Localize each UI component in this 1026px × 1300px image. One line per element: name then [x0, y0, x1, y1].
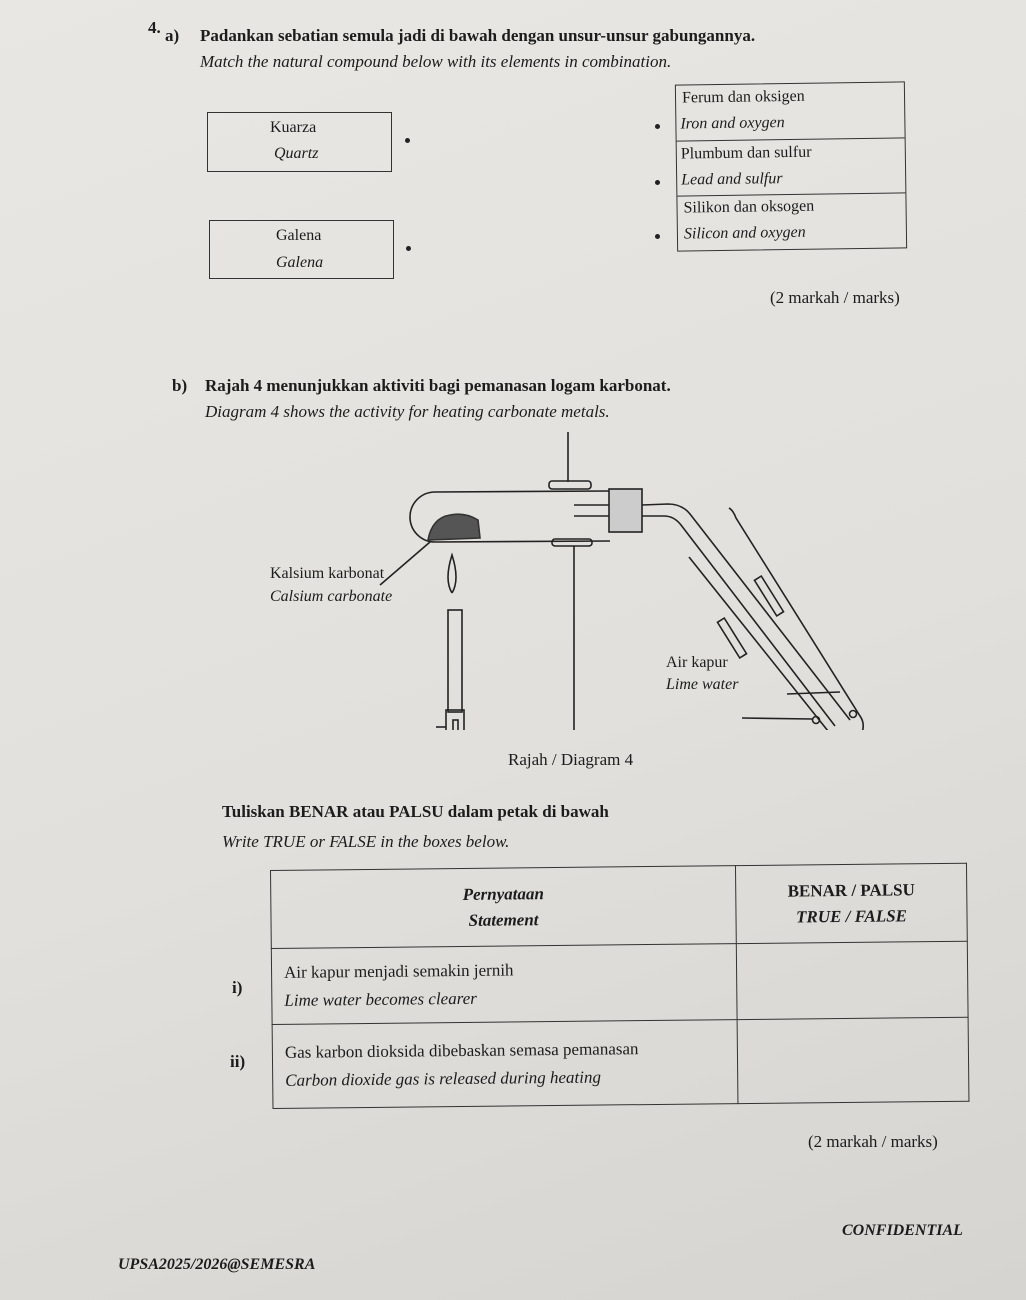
header-answer-ms: BENAR / PALSU [787, 879, 915, 901]
confidential-label: CONFIDENTIAL [842, 1222, 963, 1239]
true-false-table: Pernyataan Statement BENAR / PALSU TRUE … [270, 863, 969, 1109]
header-statement-ms: Pernyataan [462, 883, 544, 904]
compound-box-galena[interactable]: Galena Galena [209, 220, 394, 279]
match-dot[interactable] [405, 138, 410, 143]
diagram-caption: Rajah / Diagram 4 [508, 750, 634, 769]
row-number: ii) [230, 1052, 246, 1071]
element-en: Silicon and oxygen [683, 223, 806, 243]
retort-stand [548, 432, 593, 730]
element-en: Lead and sulfur [681, 170, 783, 189]
match-dot[interactable] [655, 124, 660, 129]
statement-ms: Gas karbon dioksida dibebaskan semasa pe… [284, 1038, 639, 1062]
statement-cell: Air kapur menjadi semakin jernih Lime wa… [271, 943, 738, 1025]
header-answer: BENAR / PALSU TRUE / FALSE [735, 863, 968, 944]
footer-code: UPSA2025/2026@SEMESRA [118, 1256, 316, 1273]
part-b-label: b) [172, 376, 188, 395]
compound-ms: Kuarza [270, 119, 317, 136]
compound-ms: Galena [276, 227, 322, 244]
part-a-instruction-en: Match the natural compound below with it… [200, 52, 672, 71]
task-en: Write TRUE or FALSE in the boxes below. [222, 832, 510, 851]
element-ms: Ferum dan oksigen [681, 87, 805, 107]
answer-box[interactable] [736, 941, 969, 1020]
question-number: 4. [148, 18, 161, 37]
label-calcium-ms: Kalsium karbonat [270, 565, 385, 582]
test-tube [409, 488, 643, 543]
answer-box[interactable] [737, 1017, 969, 1104]
table-row: Air kapur menjadi semakin jernih Lime wa… [271, 941, 969, 1025]
statement-en: Lime water becomes clearer [284, 988, 477, 1010]
delivery-tube [641, 503, 851, 727]
header-statement: Pernyataan Statement [270, 865, 737, 949]
header-answer-en: TRUE / FALSE [795, 905, 908, 926]
elements-box: Ferum dan oksigen Iron and oxygen Plumbu… [674, 81, 908, 252]
part-b-intro-ms: Rajah 4 menunjukkan aktiviti bagi pemana… [205, 376, 671, 395]
element-ms: Plumbum dan sulfur [680, 143, 812, 163]
part-a-marks: (2 markah / marks) [770, 288, 900, 307]
statement-ms: Air kapur menjadi semakin jernih [283, 959, 514, 982]
part-b-marks: (2 markah / marks) [808, 1132, 938, 1151]
statement-en: Carbon dioxide gas is released during he… [285, 1067, 602, 1090]
match-dot[interactable] [655, 180, 660, 185]
element-en: Iron and oxygen [680, 114, 785, 133]
compound-en: Galena [276, 254, 324, 271]
header-statement-en: Statement [468, 909, 539, 930]
part-b-intro-en: Diagram 4 shows the activity for heating… [205, 402, 610, 421]
label-calcium-en: Calsium carbonate [270, 588, 393, 605]
table-row: Gas karbon dioksida dibebaskan semasa pe… [272, 1017, 969, 1109]
match-dot[interactable] [406, 246, 411, 251]
label-lime-ms: Air kapur [666, 654, 728, 671]
bunsen-burner [436, 552, 465, 730]
element-ms: Silikon dan oksogen [683, 197, 815, 217]
part-a-label: a) [165, 26, 180, 45]
calcium-pointer-line [379, 541, 431, 586]
label-lime-en: Lime water [666, 676, 739, 693]
boiling-tube [688, 507, 864, 730]
statement-cell: Gas karbon dioksida dibebaskan semasa pe… [272, 1019, 738, 1109]
task-ms: Tuliskan BENAR atau PALSU dalam petak di… [222, 802, 609, 821]
row-number: i) [232, 978, 243, 997]
match-dot[interactable] [655, 234, 660, 239]
compound-en: Quartz [274, 145, 319, 162]
heating-apparatus-diagram [379, 432, 864, 730]
part-a-instruction-ms: Padankan sebatian semula jadi di bawah d… [200, 26, 756, 45]
compound-box-quartz[interactable]: Kuarza Quartz [207, 112, 392, 172]
